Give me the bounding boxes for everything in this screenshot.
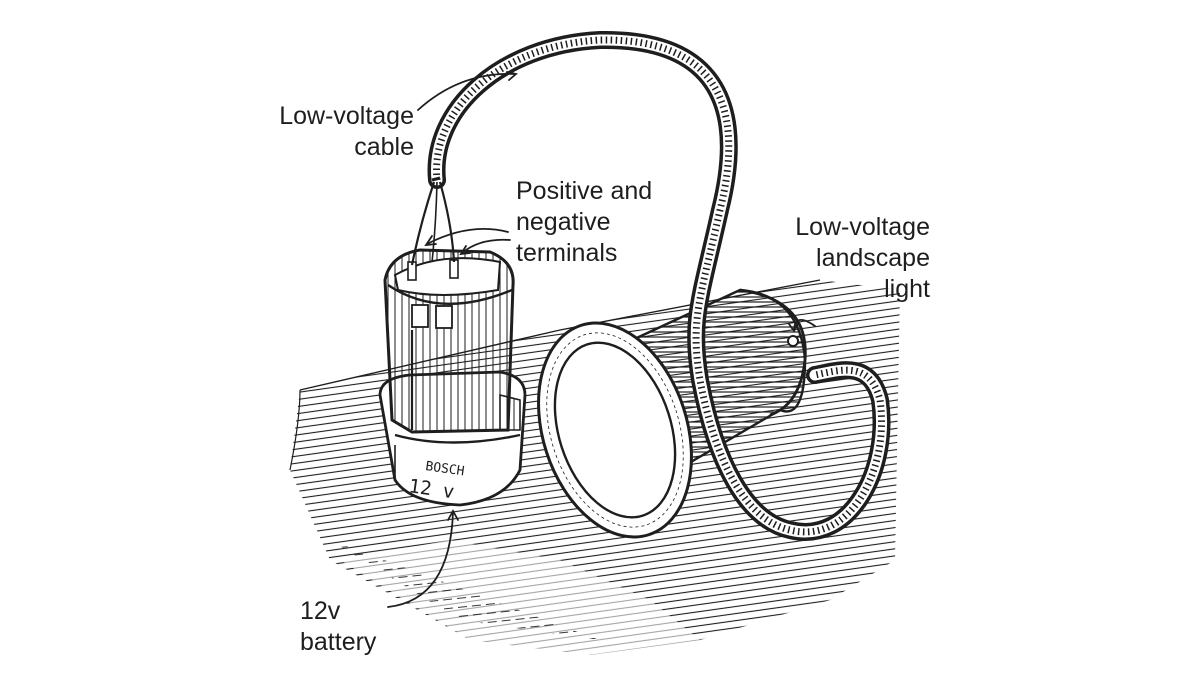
battery-body xyxy=(385,250,513,432)
leader-terminal-1 xyxy=(427,229,508,244)
label-low-voltage-cable: Low-voltage cable xyxy=(200,101,414,163)
label-positive-negative-terminals: Positive and negative terminals xyxy=(516,176,716,269)
label-12v-battery: 12v battery xyxy=(300,596,420,658)
label-landscape-light: Low-voltage landscape light xyxy=(730,212,930,305)
